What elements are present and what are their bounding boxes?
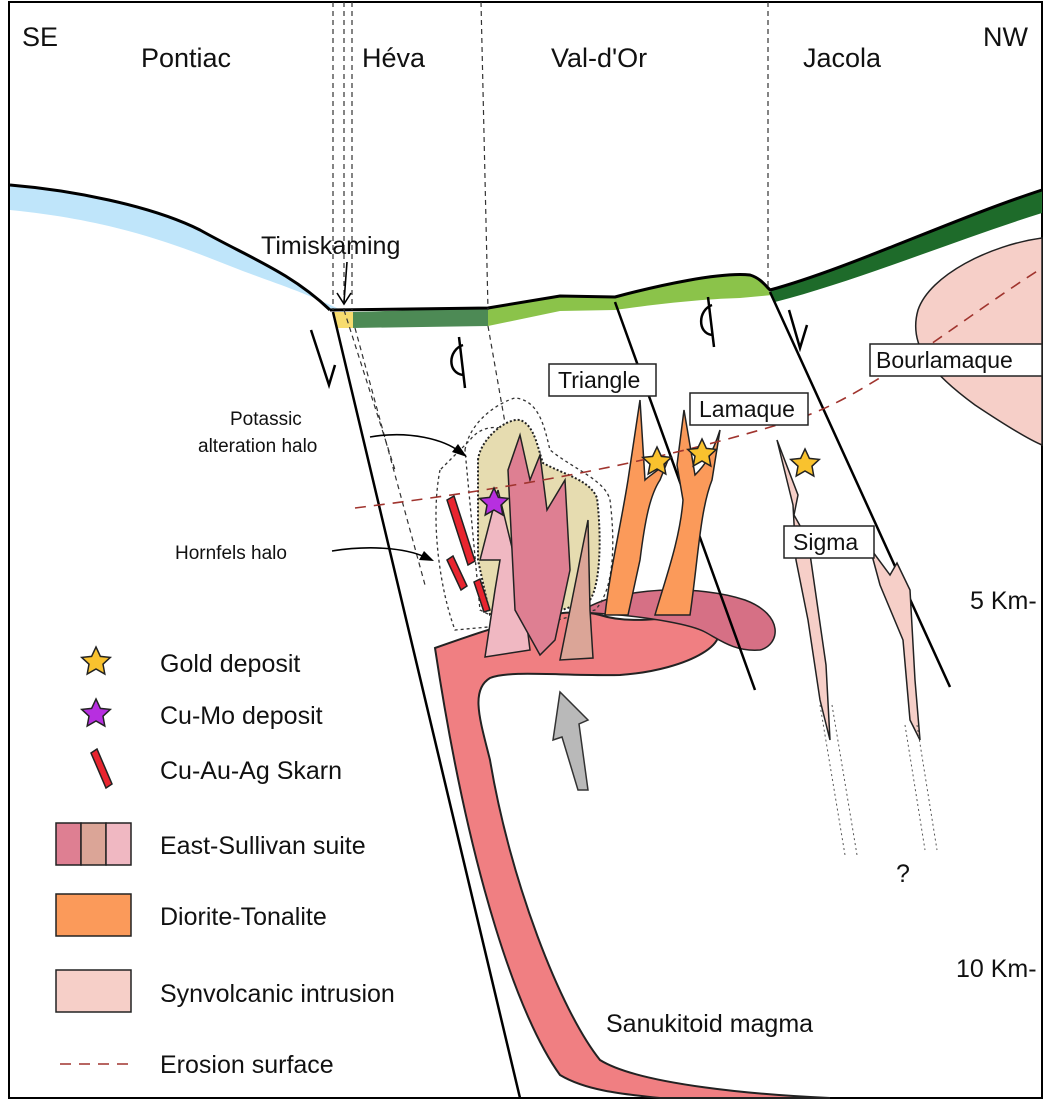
legend-label-erosion: Erosion surface [160, 1051, 334, 1079]
label-hornfels: Hornfels halo [175, 543, 287, 564]
legend-label-east-sullivan: East-Sullivan suite [160, 832, 366, 860]
diorite-intrusion-triangle [605, 400, 668, 615]
legend-skarn-symbol [91, 749, 112, 788]
label-question: ? [896, 860, 910, 888]
label-lamaque: Lamaque [699, 396, 795, 422]
label-depth-10km: 10 Km- [956, 955, 1037, 983]
valdor-surface-light [488, 296, 615, 326]
sigma-dike-right [870, 548, 920, 740]
label-heva: Héva [362, 43, 426, 73]
label-bourlamaque: Bourlamaque [876, 347, 1013, 373]
legend-diorite-swatch [56, 894, 131, 936]
legend-label-cumo: Cu-Mo deposit [160, 702, 323, 730]
legend-label-gold: Gold deposit [160, 650, 300, 678]
legend-synvolcanic-swatch [56, 970, 131, 1012]
label-valdor: Val-d'Or [551, 43, 647, 73]
legend-cumo-star [82, 699, 111, 726]
annotation-arrows [332, 262, 460, 557]
hornfels-arrow-head [419, 551, 434, 561]
legend-gold-star [82, 647, 111, 674]
label-sigma: Sigma [793, 529, 858, 555]
legend-label-skarn: Cu-Au-Ag Skarn [160, 757, 342, 785]
heva-surface-dark [352, 308, 488, 328]
label-potassic-line1: Potassic [230, 409, 302, 430]
label-timiskaming: Timiskaming [261, 232, 400, 260]
gold-deposit-star-sigma [791, 449, 820, 476]
label-potassic-line2: alteration halo [198, 436, 317, 457]
label-jacola: Jacola [803, 43, 882, 73]
legend-label-diorite: Diorite-Tonalite [160, 903, 327, 931]
label-nw: NW [983, 22, 1028, 52]
sigma-dike-left [777, 440, 830, 740]
legend-label-synvolcanic: Synvolcanic intrusion [160, 980, 395, 1008]
magma-flow-arrow [553, 692, 588, 790]
label-pontiac: Pontiac [141, 43, 231, 73]
label-depth-5km: 5 Km- [970, 587, 1037, 615]
label-sanukitoid: Sanukitoid magma [606, 1010, 813, 1038]
legend-east-sullivan-swatch [56, 823, 131, 865]
label-se: SE [22, 22, 58, 52]
label-triangle: Triangle [558, 367, 640, 393]
